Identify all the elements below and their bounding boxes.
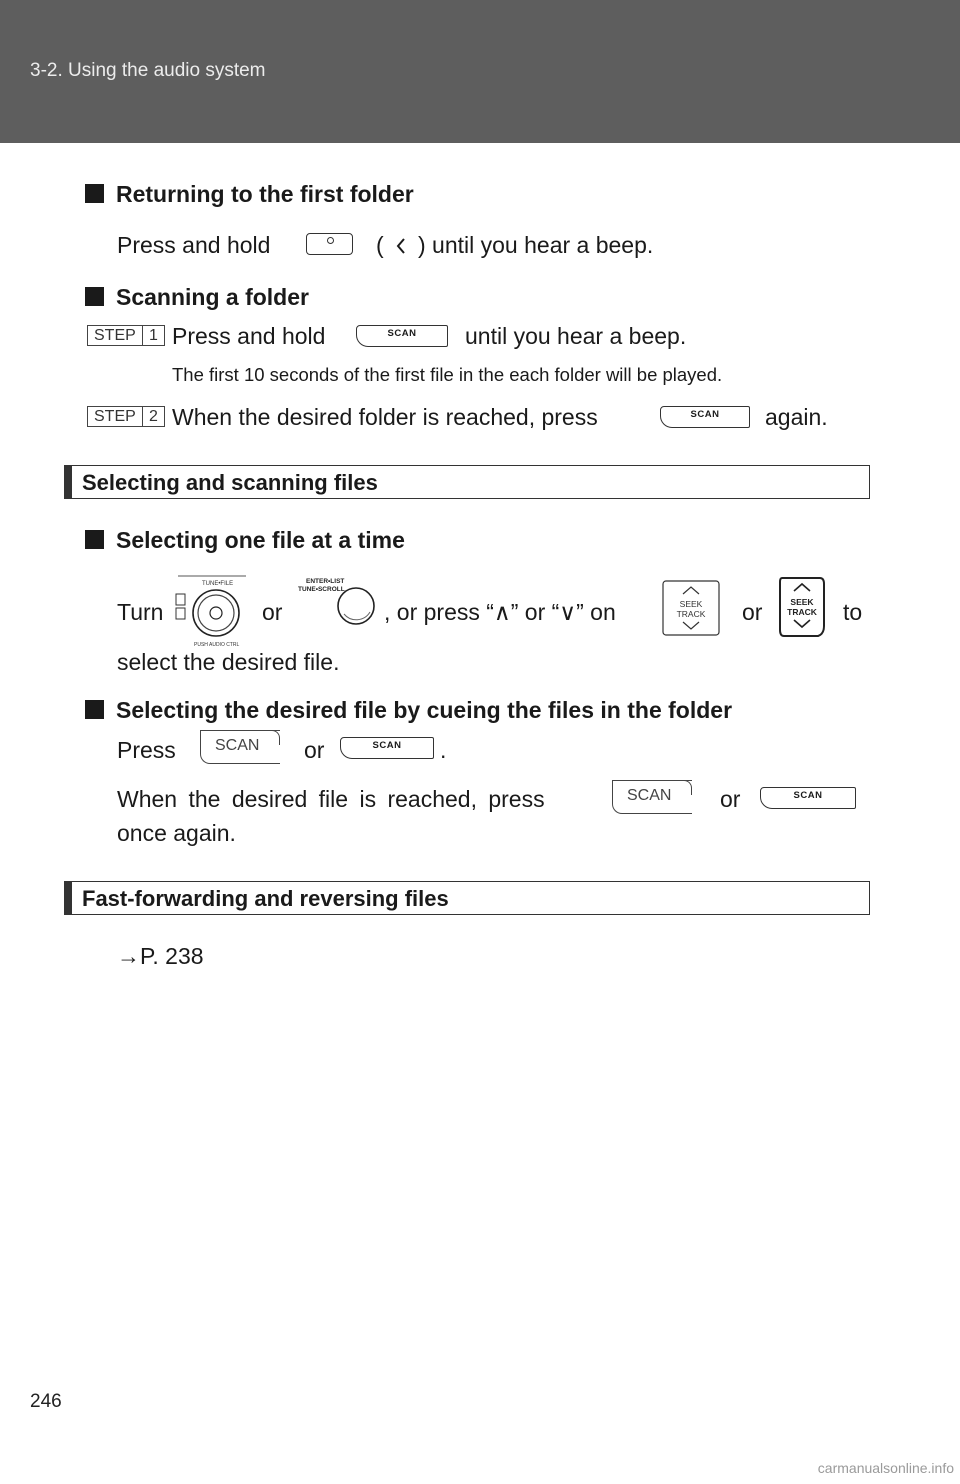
- step-2-badge: STEP 2: [87, 406, 165, 427]
- tune-file-knob-icon: TUNE•FILE PUSH AUDIO CTRL: [175, 575, 246, 648]
- square-bullet-icon: [85, 184, 104, 203]
- page-header: 3-2. Using the audio system: [0, 0, 960, 143]
- section-title-text: Fast-forwarding and reversing files: [82, 886, 449, 911]
- watermark: carmanualsonline.info: [817, 1460, 954, 1476]
- step1-text-after: until you hear a beep.: [465, 323, 687, 349]
- to-text: to: [843, 599, 863, 625]
- scan-button-icon: SCAN: [340, 737, 434, 759]
- step2-text-after: again.: [765, 404, 828, 430]
- section-header-selecting: Selecting and scanning files: [64, 465, 870, 499]
- select-desired-file-text: select the desired file.: [117, 649, 340, 675]
- scan-button-large-icon: SCAN: [612, 780, 692, 814]
- once-again-text: once again.: [117, 820, 236, 846]
- turn-text: Turn: [117, 599, 164, 625]
- heading-text: Returning to the first folder: [116, 181, 414, 207]
- or-text-3: or: [304, 737, 325, 763]
- section-bar: [65, 882, 72, 914]
- when-reached-text: When the desired file is reached, press: [117, 786, 545, 812]
- square-bullet-icon: [85, 530, 104, 549]
- heading-returning: Returning to the first folder: [85, 181, 414, 208]
- track-label: TRACK: [677, 609, 706, 619]
- seek-track-button-alt-icon: SEEK TRACK: [779, 577, 825, 637]
- returning-text-after: ) until you hear a beep.: [418, 232, 654, 258]
- chevron-left-icon: [396, 238, 405, 254]
- page-number: 246: [30, 1391, 62, 1412]
- heading-text: Selecting one file at a time: [116, 527, 405, 553]
- page-reference-link[interactable]: →P. 238: [117, 943, 204, 969]
- scan-button-icon: SCAN: [660, 406, 750, 428]
- square-bullet-icon: [85, 287, 104, 306]
- or-text-1: or: [262, 599, 283, 625]
- section-title-text: Selecting and scanning files: [82, 470, 378, 495]
- tune-file-label: TUNE•FILE: [202, 581, 233, 587]
- scan-button-large-icon: SCAN: [200, 730, 280, 764]
- section-bar: [65, 466, 72, 498]
- period-text: .: [440, 737, 447, 763]
- section-title: 3-2. Using the audio system: [30, 60, 266, 81]
- step-label: STEP: [94, 408, 136, 425]
- scan-button-icon: SCAN: [760, 787, 856, 809]
- seek-label: SEEK: [680, 599, 703, 609]
- heading-scanning-folder: Scanning a folder: [85, 284, 309, 311]
- step-number: 2: [142, 406, 164, 427]
- scan-label: SCAN: [215, 737, 260, 754]
- square-bullet-icon: [85, 700, 104, 719]
- step2-text-before: When the desired folder is reached, pres…: [172, 404, 598, 430]
- returning-text-before: Press and hold: [117, 232, 271, 258]
- seek-label: SEEK: [790, 597, 814, 607]
- section-header-fast-forward: Fast-forwarding and reversing files: [64, 881, 870, 915]
- heading-one-file: Selecting one file at a time: [85, 527, 405, 554]
- track-label: TRACK: [787, 607, 818, 617]
- scan-label: SCAN: [372, 740, 402, 751]
- enter-list-knob-icon: ENTER•LIST TUNE•SCROLL: [298, 578, 375, 625]
- heading-cueing: Selecting the desired file by cueing the…: [85, 697, 732, 724]
- scan-label: SCAN: [627, 787, 672, 804]
- step-label: STEP: [94, 327, 136, 344]
- press-text: Press: [117, 737, 176, 763]
- heading-text: Scanning a folder: [116, 284, 309, 310]
- seek-track-button-icon: SEEK TRACK: [662, 580, 720, 636]
- or-text-4: or: [720, 786, 741, 812]
- step1-text-before: Press and hold: [172, 323, 326, 349]
- or-press-text: , or press “∧” or “∨” on: [384, 599, 616, 625]
- heading-text: Selecting the desired file by cueing the…: [116, 697, 733, 723]
- or-text-2: or: [742, 599, 763, 625]
- push-audio-label: PUSH AUDIO CTRL: [194, 642, 240, 648]
- scan-label: SCAN: [793, 790, 823, 801]
- scan-label: SCAN: [690, 409, 720, 420]
- scan-button-icon: SCAN: [356, 325, 448, 347]
- scan-label: SCAN: [387, 328, 417, 339]
- step-number: 1: [142, 325, 164, 346]
- paren-open: (: [376, 232, 384, 258]
- step-1-badge: STEP 1: [87, 325, 165, 346]
- tune-scroll-label: TUNE•SCROLL: [298, 586, 345, 593]
- enter-list-label: ENTER•LIST: [306, 578, 344, 585]
- scan-note: The first 10 seconds of the first file i…: [172, 364, 723, 385]
- folder-down-button-icon: [306, 233, 353, 255]
